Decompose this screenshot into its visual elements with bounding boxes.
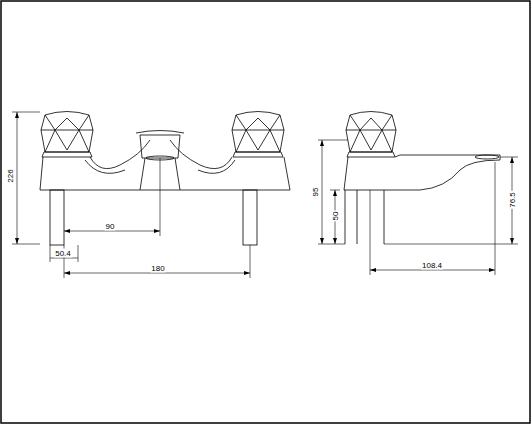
dimension-label: 95 xyxy=(311,187,320,198)
front-view xyxy=(12,112,290,279)
dimension-label: 108.4 xyxy=(421,261,443,270)
dimension-label: 50.4 xyxy=(54,249,72,258)
dimension-label: 90 xyxy=(105,222,116,231)
dimension-label: 76.5 xyxy=(508,191,517,209)
dimension-label: 180 xyxy=(150,264,165,273)
dimension-label: 50 xyxy=(331,211,340,222)
side-view xyxy=(318,112,518,276)
dimension-label: 226 xyxy=(6,168,15,183)
